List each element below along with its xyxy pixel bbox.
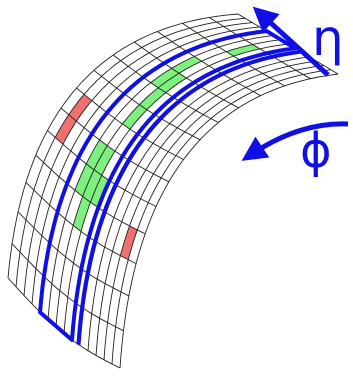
grid-line-phi (111, 69, 331, 365)
energy-deposit-cell (74, 163, 94, 197)
noise-cell (68, 94, 92, 122)
noise-cell (120, 225, 138, 260)
grid-line-eta (208, 17, 311, 80)
energy-deposit-cell (226, 44, 260, 57)
phi-label: ϕ (300, 123, 332, 179)
grid-line-eta (76, 87, 184, 160)
energy-deposit-cell (158, 73, 187, 93)
grid-line-eta (11, 243, 124, 332)
grid-line-eta (25, 182, 137, 265)
energy-deposit-cell (171, 56, 202, 74)
noise-cell (55, 114, 77, 145)
eta-label: η (312, 9, 344, 67)
detector-grid (55, 44, 260, 260)
grid-line-eta (134, 41, 239, 109)
energy-deposit-cell (139, 87, 166, 110)
grid-line-eta (47, 130, 157, 207)
energy-deposit-cell (73, 196, 91, 232)
energy-deposit-cell (122, 104, 147, 130)
detector-grid-lines (7, 13, 339, 369)
grid-line-phi (79, 52, 303, 346)
grid-line-eta (35, 154, 146, 235)
energy-deposit-cell (150, 68, 180, 88)
energy-deposit-cell (86, 139, 108, 170)
grid-line-phi (95, 60, 317, 356)
grid-line-eta (17, 211, 130, 297)
energy-deposit-cell (90, 175, 110, 208)
highlight-band-edge (76, 49, 302, 345)
grid-line-eta (157, 31, 261, 96)
grid-line-eta (112, 54, 219, 123)
grid-line-eta (60, 107, 170, 183)
eta-direction-arrow (252, 6, 330, 77)
energy-deposit-cell (82, 169, 102, 203)
grid-line-eta (182, 22, 285, 87)
grid-line-eta (93, 69, 201, 141)
energy-deposit-cell (93, 145, 115, 176)
grid-line-phi (87, 56, 310, 351)
phi-direction-arrow (241, 121, 349, 161)
grid-line-phi (7, 13, 239, 279)
